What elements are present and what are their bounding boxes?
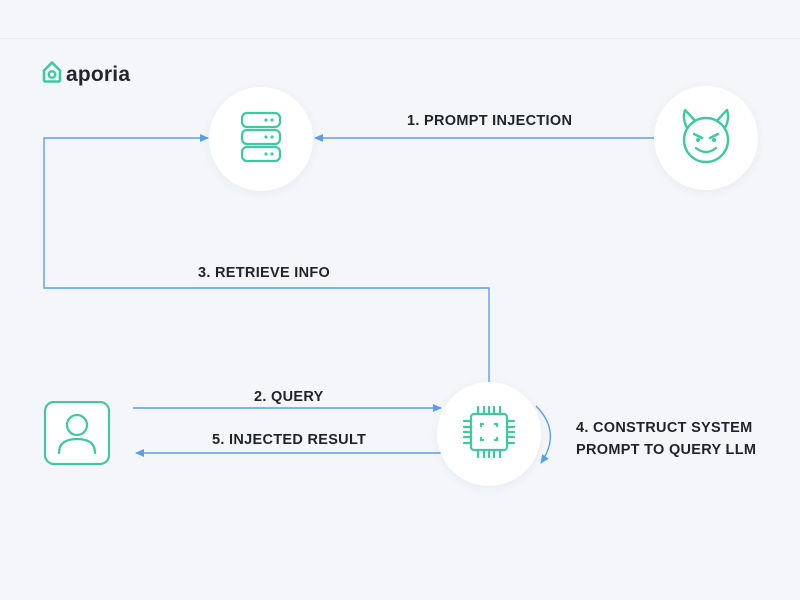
arrow-retrieve-info: [43, 134, 490, 382]
arrow-construct-prompt: [535, 405, 552, 464]
brand-name: aporia: [66, 62, 131, 86]
step-4-label-line2: PROMPT TO QUERY LLM: [576, 442, 757, 458]
llm-node: [437, 382, 541, 486]
step-4-label: 4. CONSTRUCT SYSTEM PROMPT TO QUERY LLM: [576, 417, 756, 461]
header-divider: [0, 38, 800, 39]
database-icon: [232, 108, 290, 171]
devil-face-icon: [674, 104, 738, 173]
step-2-label: 2. QUERY: [254, 389, 324, 405]
database-node: [209, 87, 313, 191]
attacker-node: [654, 86, 758, 190]
step-5-label: 5. INJECTED RESULT: [212, 432, 367, 448]
user-icon: [43, 400, 111, 469]
cpu-chip-icon: [460, 403, 518, 466]
aporia-logo-icon: [42, 61, 62, 88]
step-4-label-line1: 4. CONSTRUCT SYSTEM: [576, 420, 753, 436]
step-3-label: 3. RETRIEVE INFO: [198, 265, 331, 281]
step-1-label: 1. PROMPT INJECTION: [407, 113, 573, 129]
user-node: [43, 400, 111, 470]
brand-logo: aporia: [42, 61, 130, 88]
